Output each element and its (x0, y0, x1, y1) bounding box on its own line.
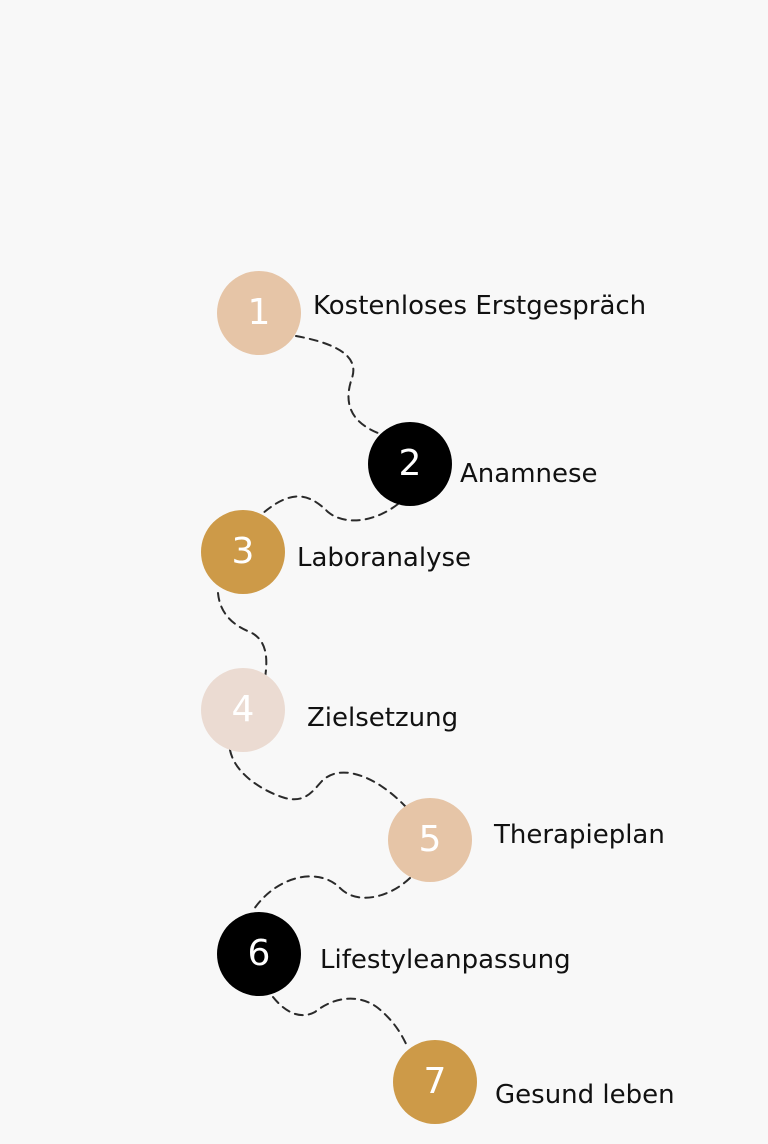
step-5-label: Therapieplan (494, 820, 665, 850)
connector-6-7 (272, 996, 409, 1049)
connector-3-4 (217, 592, 268, 679)
step-7-number: 7 (423, 1061, 447, 1102)
step-2-number: 2 (398, 443, 422, 484)
step-5-number: 5 (418, 819, 442, 860)
step-3-label: Laboranalyse (297, 543, 472, 573)
connector-5-6 (251, 875, 411, 913)
step-2-circle: 2 (368, 422, 452, 506)
step-3-circle: 3 (201, 510, 285, 594)
step-1-label: Kostenloses Erstgespräch (313, 291, 647, 321)
step-4-number: 4 (231, 689, 255, 730)
step-2-label: Anamnese (460, 459, 598, 489)
step-4-circle: 4 (201, 668, 285, 752)
connector-4-5 (229, 749, 406, 807)
step-1-number: 1 (247, 292, 271, 333)
connector-2-3 (261, 495, 399, 522)
step-6-label: Lifestyleanpassung (320, 945, 571, 975)
step-7-circle: 7 (393, 1040, 477, 1124)
connector-1-2 (295, 335, 379, 434)
step-1-circle: 1 (217, 271, 301, 355)
step-4-label: Zielsetzung (307, 703, 459, 733)
step-6-circle: 6 (217, 912, 301, 996)
step-5-circle: 5 (388, 798, 472, 882)
step-3-number: 3 (231, 531, 255, 572)
step-6-number: 6 (247, 933, 271, 974)
step-7-label: Gesund leben (495, 1080, 675, 1110)
